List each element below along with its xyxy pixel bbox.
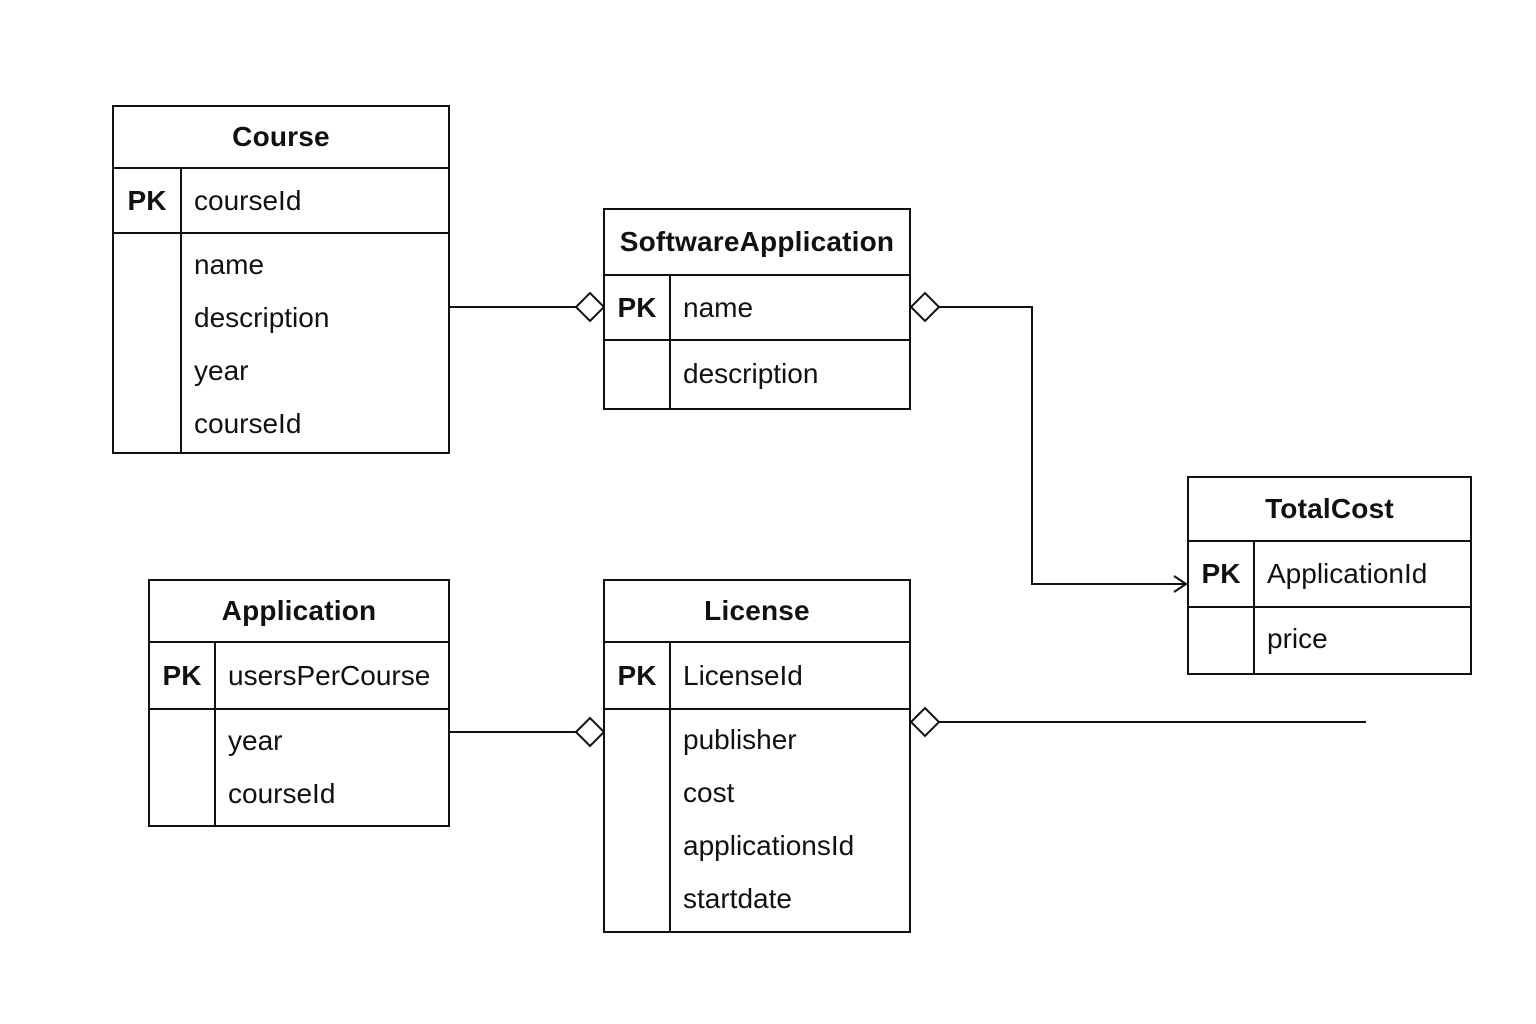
connector-license-open <box>909 706 1366 738</box>
attribute: cost <box>683 776 735 808</box>
attribute: startdate <box>683 882 792 914</box>
attribute-list: publisher cost applicationsId startdate <box>671 710 854 931</box>
pk-label: PK <box>150 643 216 708</box>
connector-course-softwareapplication <box>449 291 606 323</box>
attribute-section: price <box>1189 608 1470 673</box>
primary-key-row: PK LicenseId <box>605 643 909 710</box>
pk-field: ApplicationId <box>1267 558 1428 589</box>
attribute-gutter <box>114 234 182 452</box>
attribute: description <box>683 357 819 389</box>
attribute: year <box>228 724 283 756</box>
primary-key-row: PK ApplicationId <box>1189 542 1470 608</box>
entity-title: Course <box>114 107 448 169</box>
attribute: publisher <box>683 723 797 755</box>
entity-totalcost[interactable]: TotalCost PK ApplicationId price <box>1187 476 1472 675</box>
pk-field: usersPerCourse <box>228 659 431 691</box>
attribute-list: price <box>1255 608 1328 673</box>
attribute: courseId <box>194 407 302 439</box>
attribute-section: publisher cost applicationsId startdate <box>605 710 909 931</box>
attribute-list: name description year courseId <box>182 234 329 452</box>
primary-key-row: PK usersPerCourse <box>150 643 448 710</box>
attribute-gutter <box>150 710 216 825</box>
attribute: year <box>194 354 249 386</box>
pk-label: PK <box>605 643 671 708</box>
pk-field: LicenseId <box>683 659 803 691</box>
attribute-section: year courseId <box>150 710 448 825</box>
attribute-section: name description year courseId <box>114 234 448 452</box>
attribute-section: description <box>605 341 909 408</box>
connector-softwareapplication-totalcost <box>909 291 1188 593</box>
attribute-gutter <box>605 710 671 931</box>
diamond-marker <box>574 716 606 748</box>
entity-softwareapplication[interactable]: SoftwareApplication PK name description <box>603 208 911 410</box>
attribute: description <box>194 301 330 333</box>
entity-application[interactable]: Application PK usersPerCourse year cours… <box>148 579 450 827</box>
pk-label: PK <box>1189 542 1255 606</box>
entity-title: SoftwareApplication <box>605 210 909 276</box>
entity-course[interactable]: Course PK courseId name description year… <box>112 105 450 454</box>
diamond-marker <box>909 291 941 323</box>
primary-key-row: PK courseId <box>114 169 448 234</box>
arrowhead-marker <box>1173 575 1188 593</box>
attribute: courseId <box>228 777 336 809</box>
pk-label: PK <box>114 169 182 232</box>
attribute-gutter <box>605 341 671 408</box>
pk-label: PK <box>605 276 671 339</box>
attribute: name <box>194 248 265 280</box>
diamond-marker <box>909 706 941 738</box>
connector-application-license <box>449 716 606 748</box>
entity-license[interactable]: License PK LicenseId publisher cost appl… <box>603 579 911 933</box>
attribute: price <box>1267 622 1328 654</box>
entity-title: TotalCost <box>1189 478 1470 542</box>
attribute-list: description <box>671 341 818 408</box>
attribute: applicationsId <box>683 829 855 861</box>
entity-title: License <box>605 581 909 643</box>
diamond-marker <box>574 291 606 323</box>
pk-field: courseId <box>194 184 302 216</box>
pk-field: name <box>683 291 754 323</box>
primary-key-row: PK name <box>605 276 909 341</box>
attribute-gutter <box>1189 608 1255 673</box>
entity-title: Application <box>150 581 448 643</box>
attribute-list: year courseId <box>216 710 335 825</box>
